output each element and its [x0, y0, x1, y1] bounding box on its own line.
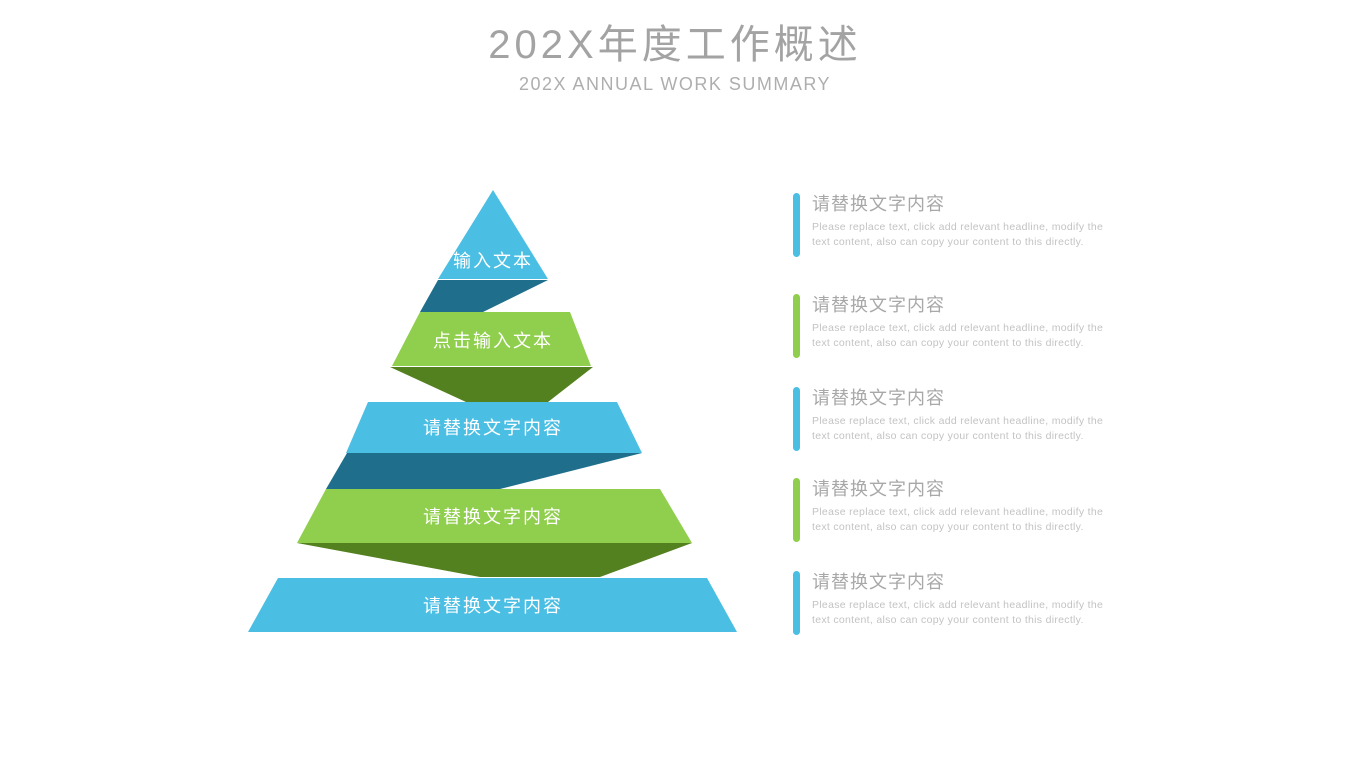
item-body: Please replace text, click add relevant …: [812, 505, 1103, 535]
item-body: Please replace text, click add relevant …: [812, 598, 1103, 628]
pyramid-level-4-label: 请替换文字内容: [423, 507, 563, 527]
item-body: Please replace text, click add relevant …: [812, 321, 1103, 351]
list-item: 请替换文字内容 Please replace text, click add r…: [793, 387, 1103, 451]
accent-bar: [793, 193, 800, 257]
accent-bar: [793, 478, 800, 542]
pyramid-level-5-shape: [248, 578, 737, 632]
pyramid-level-3-label: 请替换文字内容: [423, 418, 563, 438]
item-heading: 请替换文字内容: [812, 388, 945, 408]
slide-header: 202X年度工作概述 202X ANNUAL WORK SUMMARY: [0, 22, 1350, 94]
item-body-line: text content, also can copy your content…: [812, 337, 1084, 349]
accent-bar: [793, 571, 800, 635]
pyramid-level-2-label: 点击输入文本: [433, 331, 553, 351]
pyramid-level-1-shape: [438, 190, 548, 279]
item-heading: 请替换文字内容: [812, 479, 945, 499]
pyramid-level-1-label: 输入文本: [453, 251, 533, 271]
accent-bar: [793, 387, 800, 451]
pyramid-level-4-shape: [297, 489, 692, 543]
accent-bar: [793, 294, 800, 358]
pyramid-level-3-shape: [346, 402, 642, 453]
pyramid-fold-2: [390, 367, 593, 402]
item-body-line: Please replace text, click add relevant …: [812, 415, 1104, 427]
page-subtitle: 202X ANNUAL WORK SUMMARY: [518, 74, 832, 94]
item-body: Please replace text, click add relevant …: [812, 414, 1103, 444]
item-body-line: Please replace text, click add relevant …: [812, 221, 1104, 233]
item-body: Please replace text, click add relevant …: [812, 220, 1103, 250]
pyramid-level-5-label: 请替换文字内容: [423, 596, 563, 616]
item-heading: 请替换文字内容: [812, 194, 945, 214]
item-body-line: text content, also can copy your content…: [812, 614, 1084, 626]
item-body-line: text content, also can copy your content…: [812, 236, 1084, 248]
item-heading: 请替换文字内容: [812, 295, 945, 315]
pyramid-fold-3: [326, 453, 642, 489]
item-body-line: Please replace text, click add relevant …: [812, 599, 1104, 611]
list-item: 请替换文字内容 Please replace text, click add r…: [793, 193, 1103, 257]
pyramid-fold-4: [297, 543, 692, 577]
pyramid-diagram: 输入文本 点击输入文本 请替换文字内容 请替换文字内容 请替换文字内容: [248, 190, 737, 632]
item-body-line: text content, also can copy your content…: [812, 521, 1084, 533]
pyramid-level-2-shape: [392, 312, 591, 366]
list-item: 请替换文字内容 Please replace text, click add r…: [793, 571, 1103, 635]
page-title: 202X年度工作概述: [488, 23, 862, 67]
item-heading: 请替换文字内容: [812, 572, 945, 592]
description-list: 请替换文字内容 Please replace text, click add r…: [793, 185, 1123, 655]
pyramid-fold-1: [420, 280, 548, 312]
list-item: 请替换文字内容 Please replace text, click add r…: [793, 294, 1103, 358]
item-body-line: Please replace text, click add relevant …: [812, 322, 1104, 334]
item-body-line: text content, also can copy your content…: [812, 430, 1084, 442]
item-body-line: Please replace text, click add relevant …: [812, 506, 1104, 518]
list-item: 请替换文字内容 Please replace text, click add r…: [793, 478, 1103, 542]
